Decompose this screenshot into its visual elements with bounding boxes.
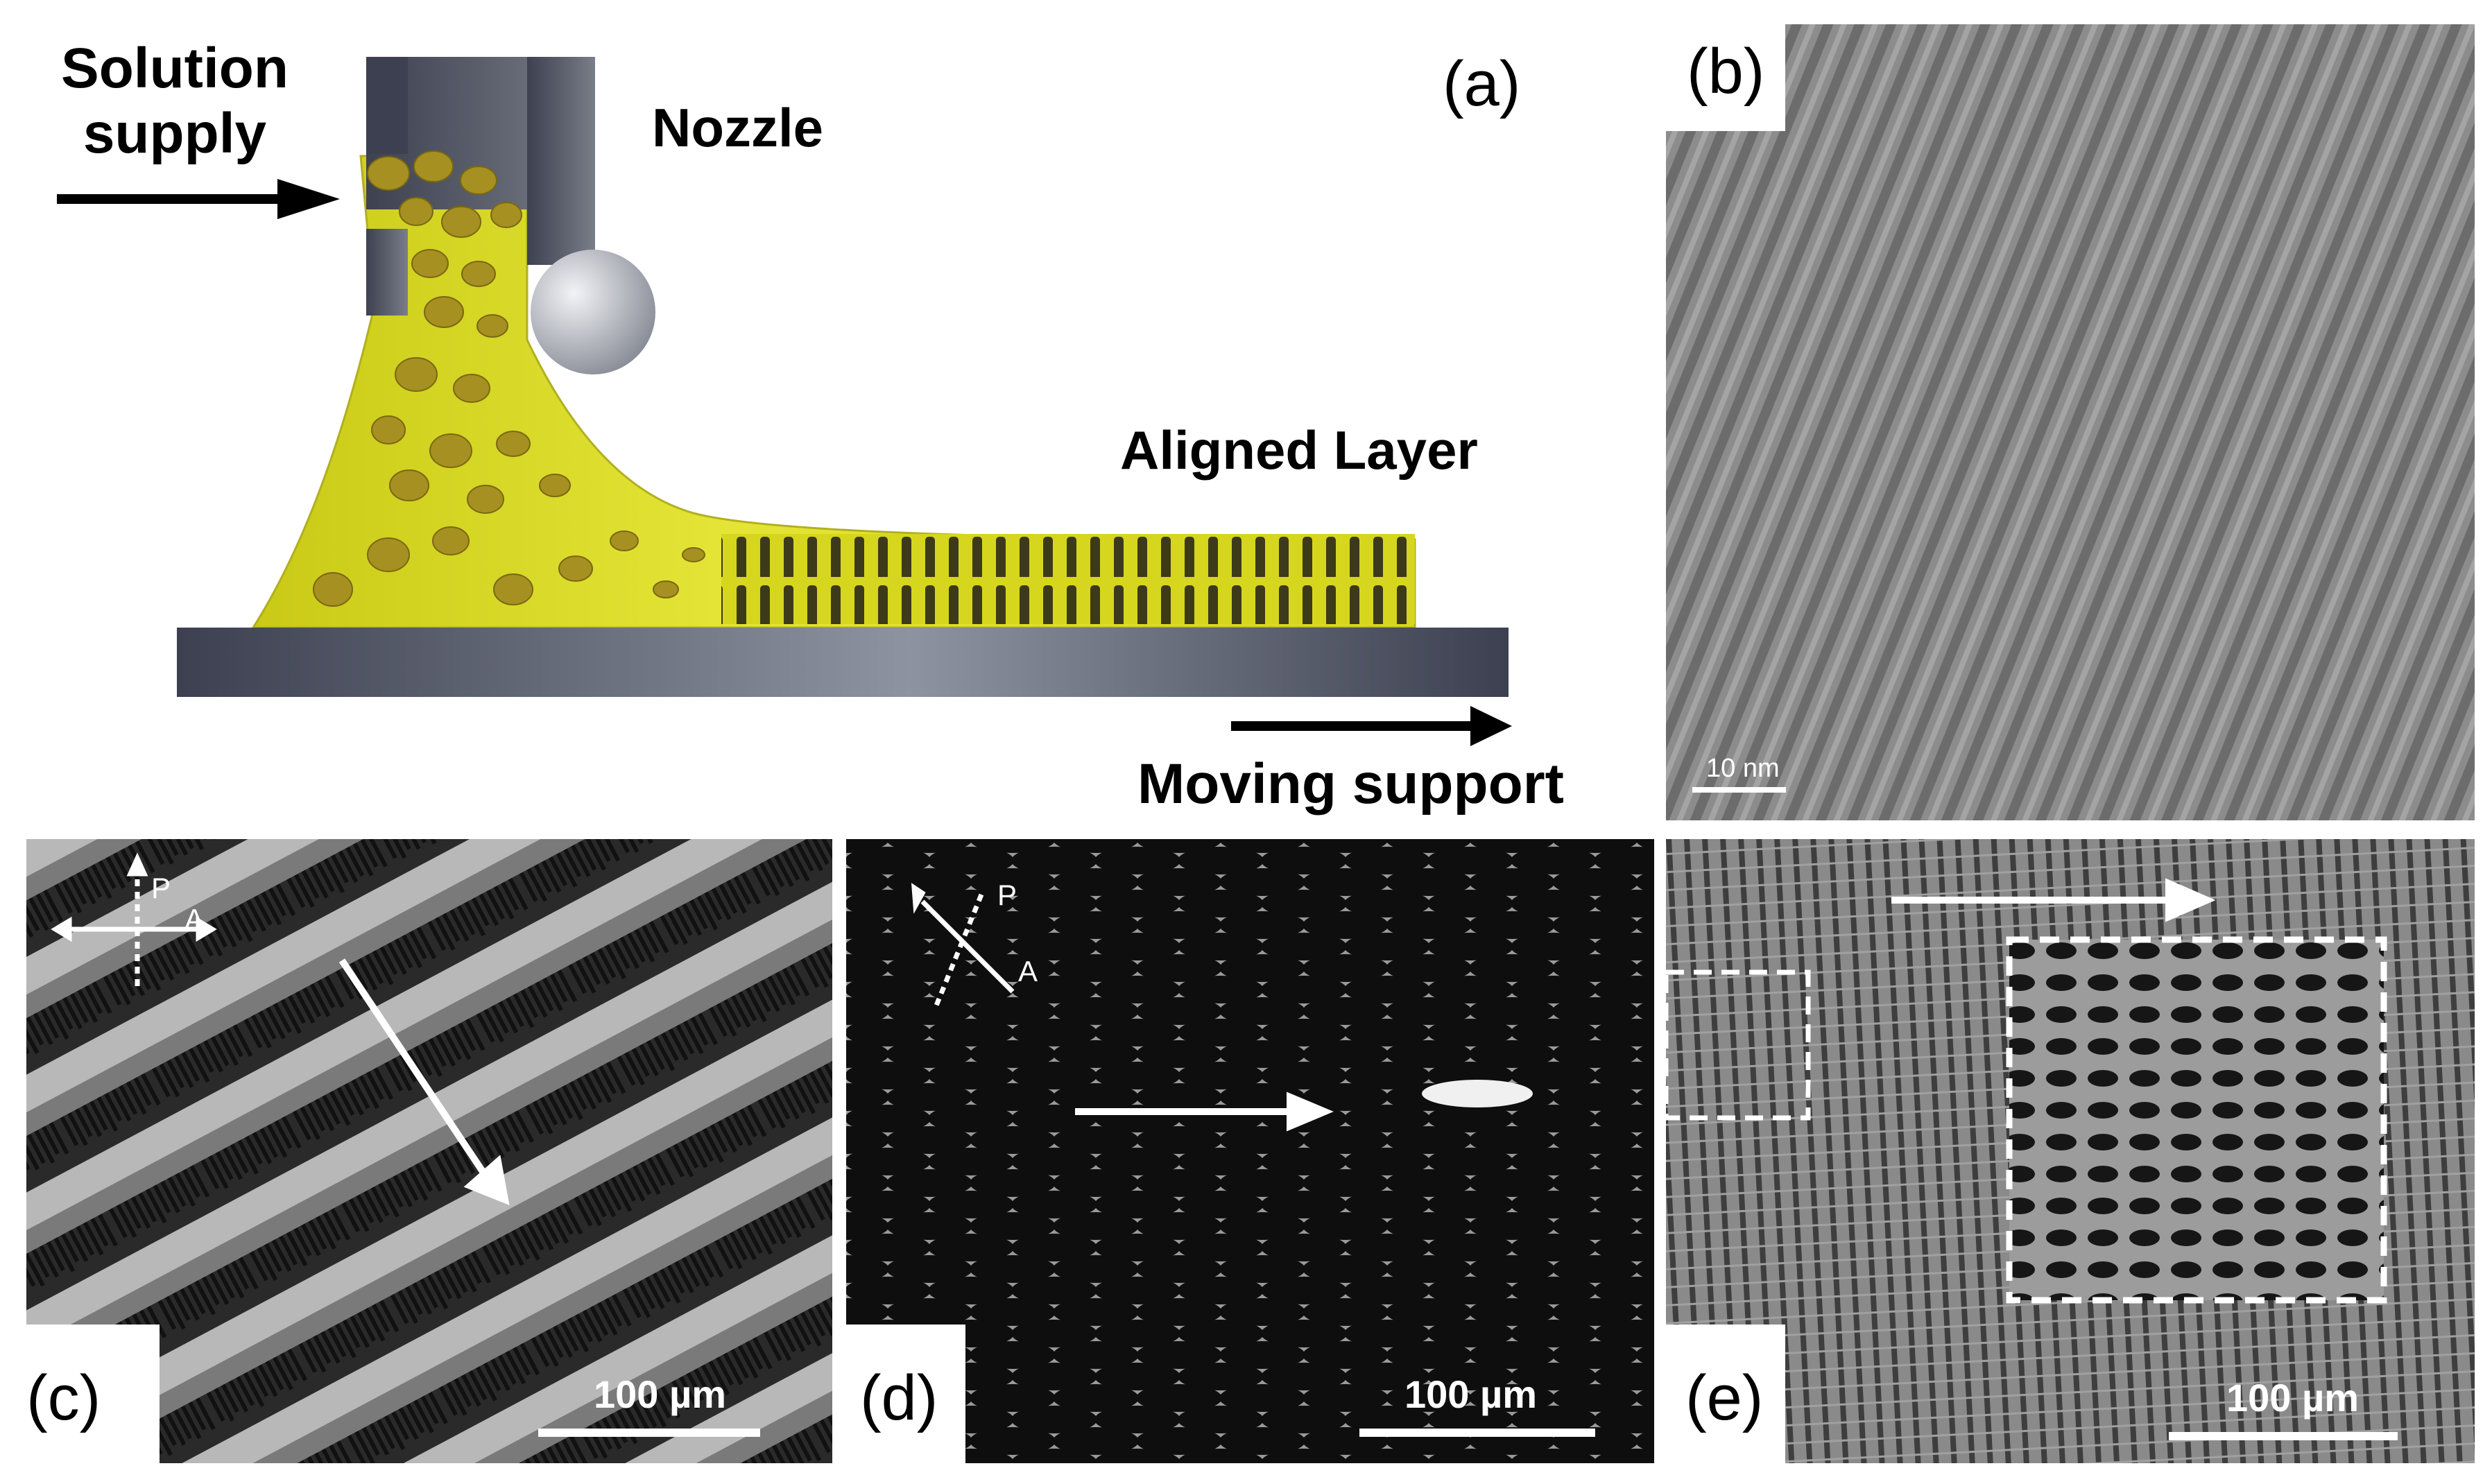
scale-bar-c <box>538 1429 760 1437</box>
scale-text-c: 100 µm <box>594 1372 726 1416</box>
source-region-frame-e <box>1666 969 1811 1121</box>
bright-defect-d <box>1422 1080 1533 1107</box>
solution-supply-arrow <box>57 179 340 219</box>
panel-b-letter: (b) <box>1666 24 1786 131</box>
moving-support-arrow <box>1231 706 1512 746</box>
polarizer-marker-c <box>51 852 217 992</box>
inset-frame-e <box>2006 936 2387 1304</box>
aligned-layer-label: Aligned Layer <box>1120 420 1478 481</box>
moving-support-plate <box>177 628 1509 697</box>
platelet-particles <box>313 150 705 607</box>
analyzer-label-c: A <box>184 903 204 935</box>
scale-text-e: 100 µm <box>2226 1376 2359 1420</box>
polarizer-label-d: P <box>997 879 1017 911</box>
direction-arrow-d <box>1075 1092 1334 1132</box>
scale-text-b: 10 nm <box>1706 754 1780 783</box>
panel-a-schematic: Solution supply Nozzle (a) Aligned Layer… <box>0 0 1637 818</box>
direction-arrow-e <box>1891 878 2216 922</box>
scale-text-d: 100 µm <box>1404 1372 1537 1416</box>
panel-e-micrograph: 100 µm (e) <box>1666 839 2475 1470</box>
lattice-fringe-image: 10 nm <box>1666 24 2475 820</box>
panel-d-letter: (d) <box>846 1325 965 1470</box>
direction-arrow-c <box>338 958 510 1205</box>
panel-d-micrograph: P A 100 µm (d) <box>846 839 1654 1470</box>
scale-bar-d <box>1359 1429 1595 1437</box>
panel-e-image: 100 µm <box>1666 839 2475 1463</box>
panel-d-image: P A 100 µm <box>846 839 1654 1463</box>
scale-bar-b <box>1692 787 1786 793</box>
panel-a-letter: (a) <box>1443 49 1521 119</box>
schematic-drawing <box>57 57 1512 746</box>
analyzer-label-d: A <box>1018 955 1038 987</box>
nozzle-roller <box>531 250 655 374</box>
panel-c-micrograph: P A 100 µm (c) <box>0 839 832 1470</box>
nozzle-label: Nozzle <box>652 97 824 158</box>
nozzle-body <box>366 57 595 316</box>
moving-support-label: Moving support <box>1137 752 1564 816</box>
polarizer-marker-d <box>911 883 1015 1007</box>
scale-bar-e <box>2169 1432 2398 1440</box>
solution-supply-label: Solution supply <box>61 37 289 165</box>
polarizer-label-c: P <box>151 872 171 904</box>
panel-b-micrograph: 10 nm (b) <box>1666 24 2475 820</box>
zoomed-inset-e <box>2009 940 2384 1300</box>
panel-c-image: P A 100 µm <box>26 839 832 1463</box>
panel-e-letter: (e) <box>1666 1325 1785 1470</box>
panel-c-letter: (c) <box>0 1325 160 1470</box>
